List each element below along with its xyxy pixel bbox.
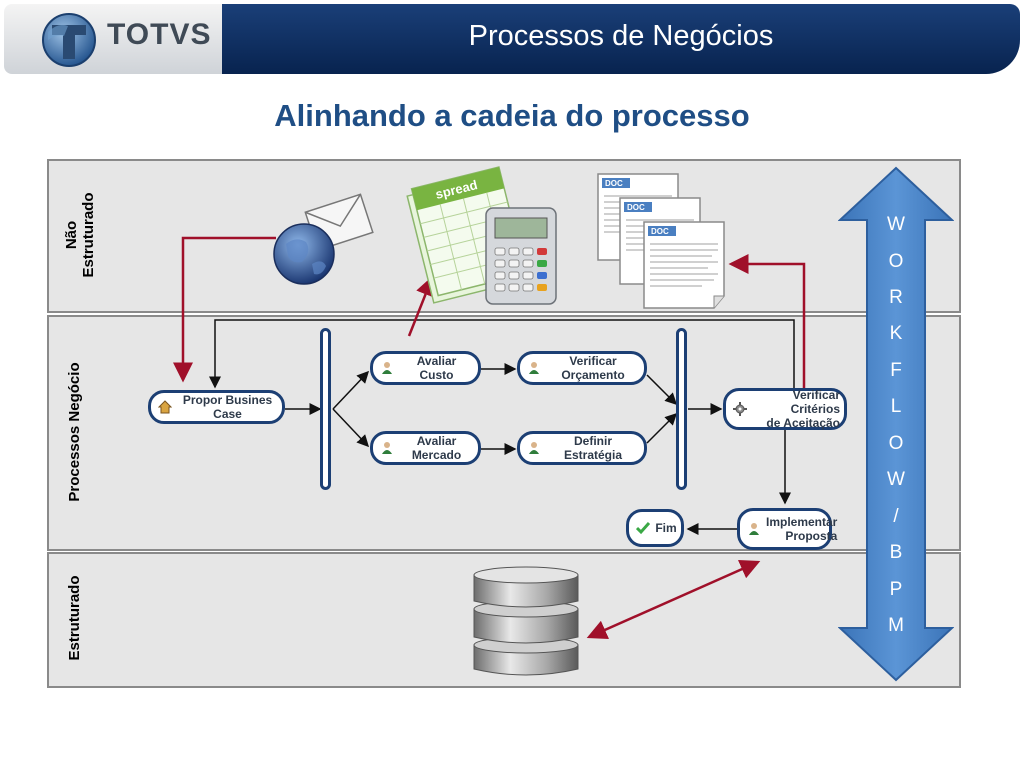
- person-icon: [749, 523, 759, 535]
- home-icon: [158, 400, 172, 414]
- avaliar-mercado-box[interactable]: Avaliar Mercado: [370, 431, 481, 465]
- doc-label-3: DOC: [651, 227, 669, 236]
- wf-letter: F: [890, 360, 902, 381]
- implementar-proposta-box[interactable]: Implementar Proposta: [737, 508, 837, 550]
- header-title-panel: [222, 4, 1020, 74]
- wf-letter: O: [888, 251, 904, 272]
- avaliar-mercado-label: Avaliar Mercado: [411, 434, 462, 462]
- avaliar-custo-box[interactable]: Avaliar Custo: [370, 351, 481, 385]
- verificar-orcamento-box[interactable]: Verificar Orçamento: [517, 351, 647, 385]
- gear-icon: [733, 402, 747, 416]
- spreadsheet-calculator-icon: spread: [406, 166, 557, 305]
- wf-letter: K: [889, 323, 903, 344]
- wf-letter: W: [887, 214, 905, 235]
- workflow-bpm-double-arrow: [838, 166, 954, 682]
- propor-business-case-box[interactable]: Propor Busines Case: [148, 390, 285, 424]
- wf-letter: W: [887, 469, 905, 490]
- wf-letter: R: [889, 287, 903, 308]
- fim-label: Fim: [655, 521, 677, 535]
- person-icon: [529, 362, 539, 374]
- propor-label: Propor Busines Case: [182, 393, 273, 421]
- totvs-logo-icon: [42, 13, 96, 67]
- email-globe-icon: [273, 193, 374, 285]
- wf-letter: P: [889, 579, 903, 600]
- checkmark-icon: [636, 522, 650, 535]
- wf-letter: L: [890, 396, 902, 417]
- join-bar: [676, 328, 687, 490]
- fim-box[interactable]: Fim: [626, 509, 684, 547]
- verificar-criterios-label: Verificar Critérios de Aceitação: [766, 388, 840, 430]
- person-icon: [529, 442, 539, 454]
- verificar-criterios-box[interactable]: Verificar Critérios de Aceitação: [723, 388, 847, 430]
- wf-letter: O: [888, 433, 904, 454]
- implementar-label: Implementar Proposta: [766, 515, 838, 543]
- person-icon: [382, 442, 392, 454]
- wf-letter: B: [889, 542, 903, 563]
- doc-label-2: DOC: [627, 203, 645, 212]
- avaliar-custo-label: Avaliar Custo: [416, 354, 457, 382]
- logo-text: TOTVS: [107, 18, 212, 51]
- definir-estrategia-box[interactable]: Definir Estratégia: [517, 431, 647, 465]
- verificar-orcamento-label: Verificar Orçamento: [561, 354, 625, 382]
- definir-estrategia-label: Definir Estratégia: [563, 434, 623, 462]
- header-logo-panel: [4, 4, 222, 74]
- wf-letter: /: [893, 506, 899, 527]
- database-icon: [473, 566, 579, 676]
- page-subtitle: Alinhando a cadeia do processo: [274, 98, 750, 133]
- header-title: Processos de Negócios: [468, 20, 774, 52]
- person-icon: [382, 362, 392, 374]
- fork-bar: [320, 328, 331, 490]
- documents-icon: DOC DOC DOC: [597, 173, 725, 309]
- doc-label-1: DOC: [605, 179, 623, 188]
- wf-letter: M: [888, 615, 904, 636]
